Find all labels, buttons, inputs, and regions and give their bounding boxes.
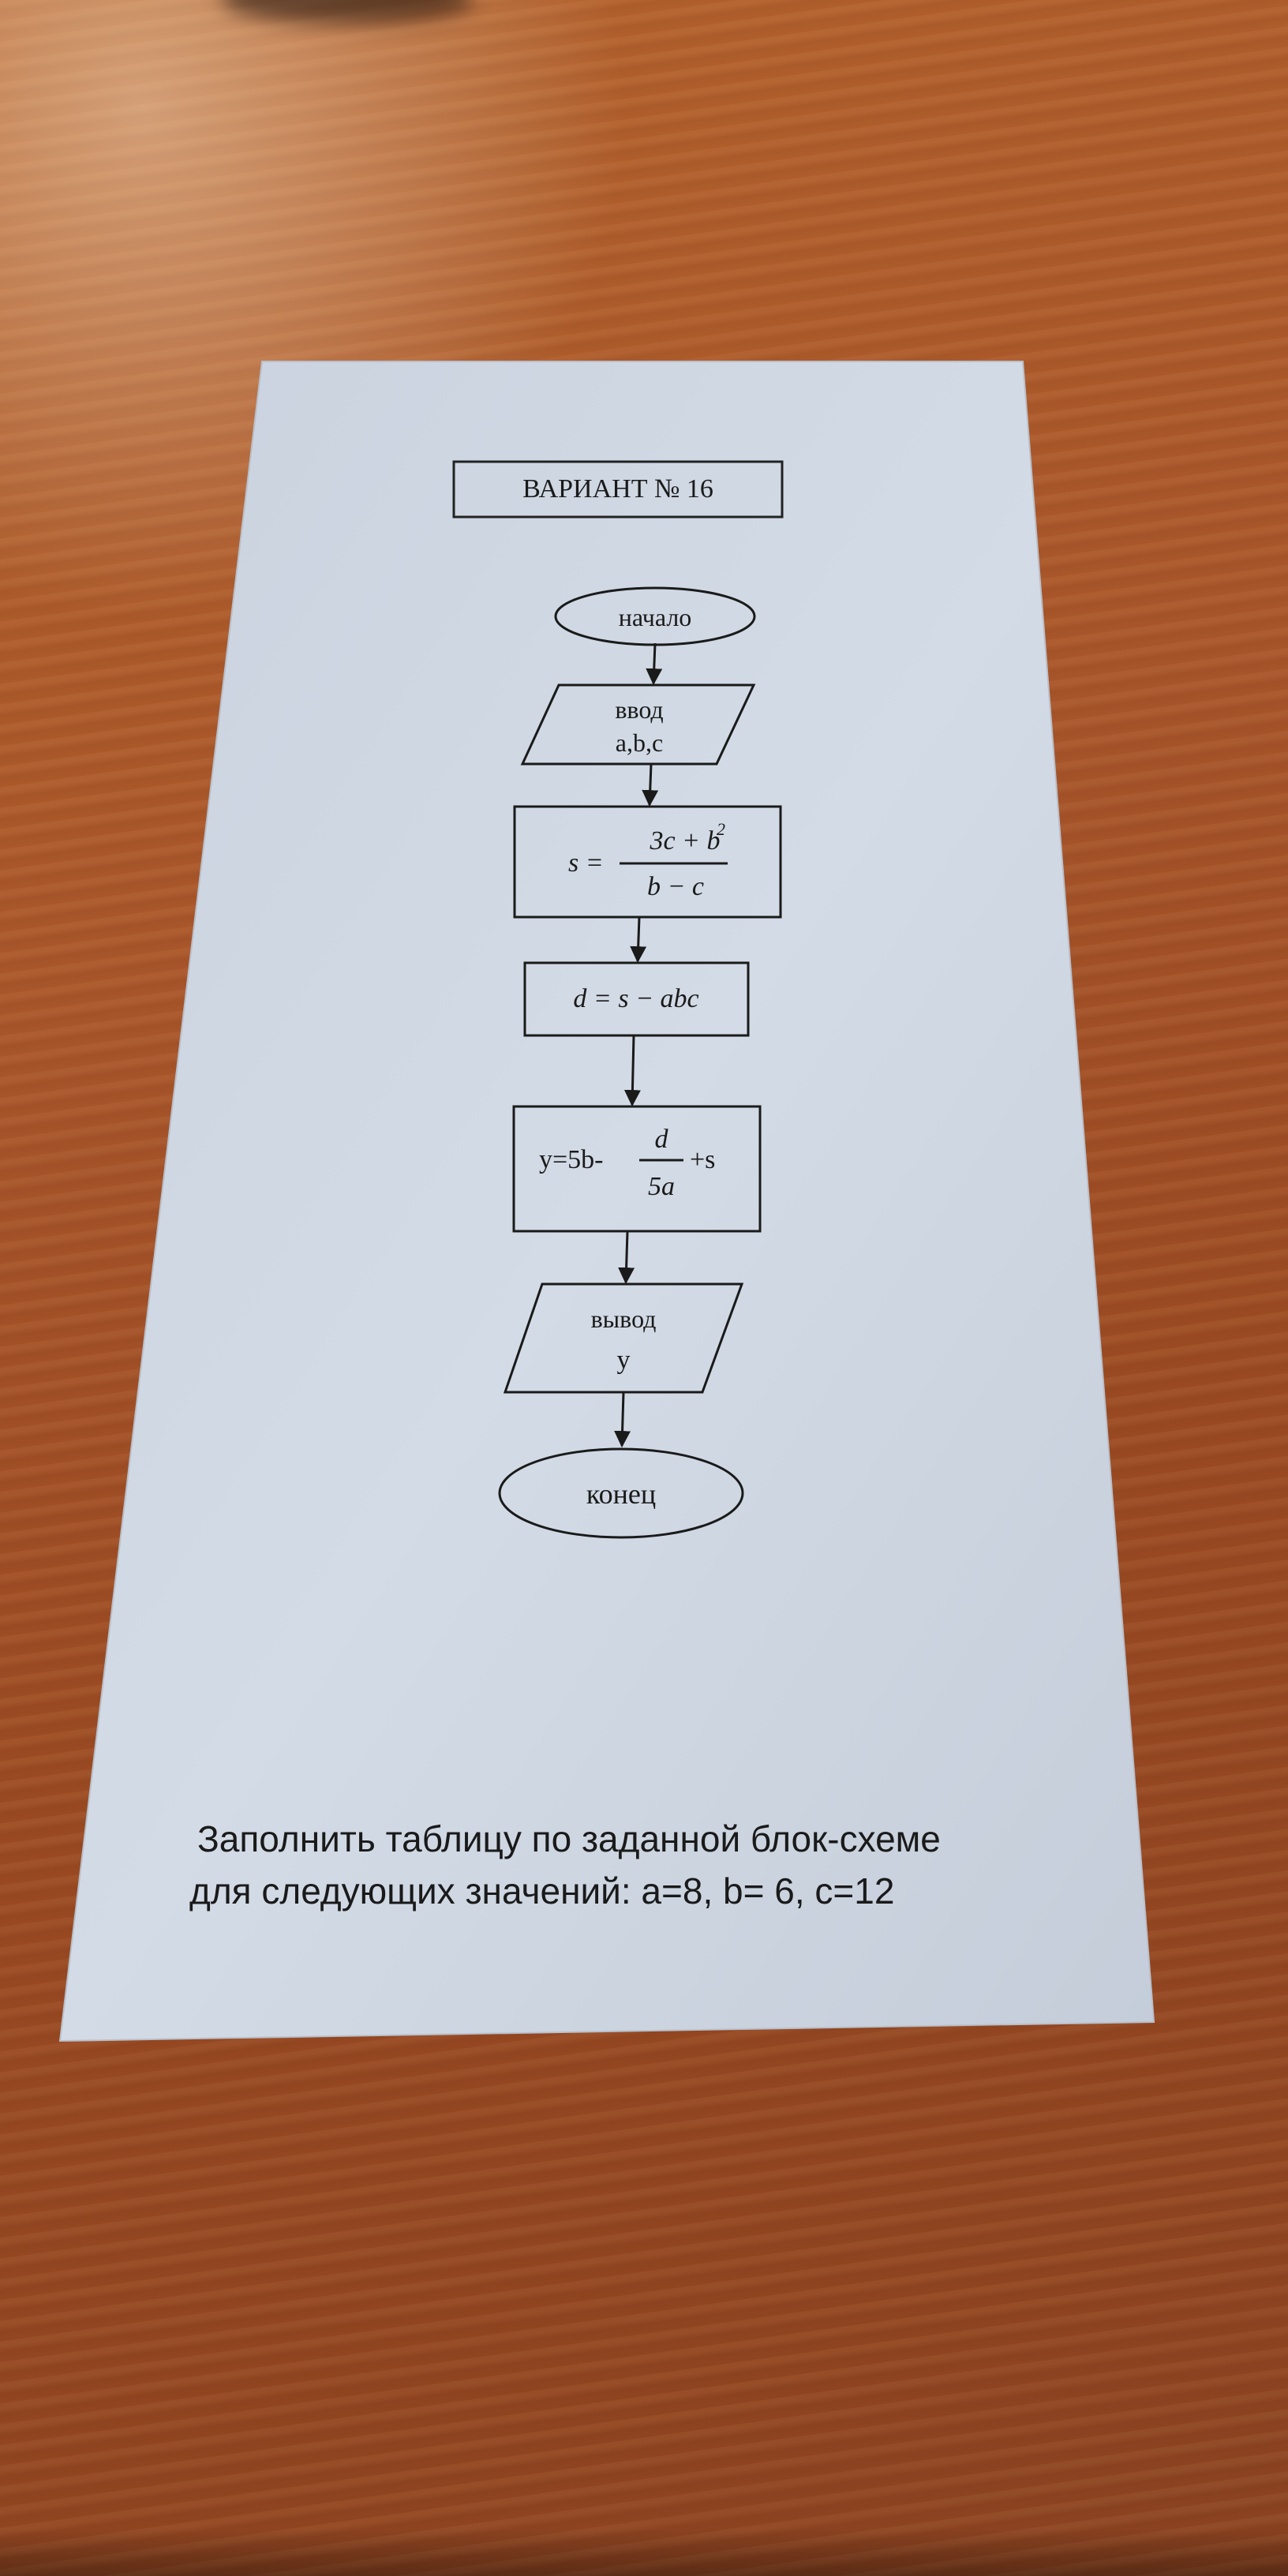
table-edge-shadow	[0, 2529, 1288, 2576]
y-suffix: +s	[690, 1145, 715, 1174]
end-label: конец	[586, 1478, 656, 1510]
input-vars: a,b,c	[616, 728, 663, 757]
input-block: ввод a,b,c	[520, 683, 756, 766]
task-line-1: Заполнить таблицу по заданной блок-схеме	[197, 1818, 941, 1859]
arrow-y-output	[618, 1230, 635, 1285]
y-denominator: 5a	[648, 1172, 675, 1201]
s-formula-block: s = 3c + b 2 b − c	[513, 805, 782, 919]
flow-arrows	[614, 642, 663, 1448]
s-lhs: s =	[568, 848, 604, 878]
arrow-d-y	[623, 1035, 641, 1107]
d-formula: d = s − abc	[573, 984, 698, 1013]
s-denominator: b − c	[647, 872, 704, 901]
arrow-start-input	[646, 642, 663, 686]
y-numerator: d	[655, 1125, 669, 1154]
paper-background	[58, 361, 1155, 2042]
start-terminator: начало	[554, 586, 756, 646]
input-label: ввод	[615, 695, 663, 724]
task-line-2: для следующих значений: a=8, b= 6, c=12	[189, 1870, 894, 1911]
variant-title: ВАРИАНТ № 16	[522, 474, 713, 504]
arrow-output-end	[614, 1391, 631, 1448]
d-formula-block: d = s − abc	[523, 961, 750, 1037]
output-block: вывод y	[503, 1282, 744, 1394]
variant-title-box: ВАРИАНТ № 16	[452, 460, 784, 519]
y-formula-block: y=5b- d 5a +s	[512, 1105, 762, 1233]
y-prefix: y=5b-	[539, 1145, 604, 1174]
output-var: y	[617, 1346, 631, 1375]
arrow-s-d	[630, 916, 647, 964]
end-terminator: конец	[498, 1447, 744, 1539]
s-exponent: 2	[717, 819, 725, 839]
s-numerator: 3c + b	[649, 826, 720, 856]
start-label: начало	[619, 603, 692, 631]
output-label: вывод	[591, 1305, 657, 1333]
arrow-input-s	[642, 763, 659, 807]
